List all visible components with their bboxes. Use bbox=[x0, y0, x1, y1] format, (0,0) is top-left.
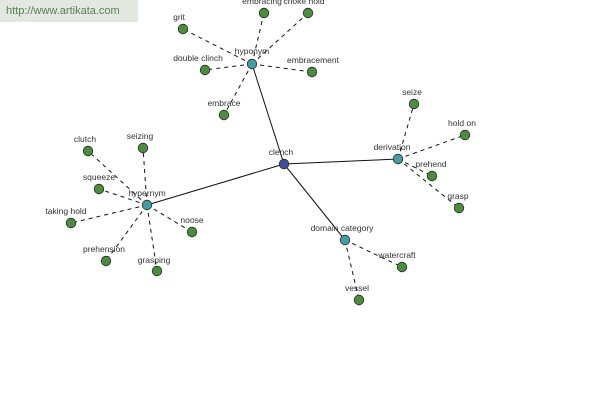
edge-derivation-hold-on bbox=[397, 134, 466, 160]
edge-center-hypernym bbox=[146, 163, 285, 206]
edge-hyponym-embrace bbox=[223, 63, 253, 116]
edge-derivation-grasp bbox=[397, 158, 460, 209]
term-label-watercraft[interactable]: watercraft bbox=[377, 250, 416, 260]
relation-node-hyponym[interactable] bbox=[246, 58, 258, 70]
edge-center-derivation bbox=[283, 158, 399, 165]
term-label-grit[interactable]: grit bbox=[173, 12, 185, 22]
term-label-double-clinch[interactable]: double clinch bbox=[173, 53, 223, 63]
term-label-seize[interactable]: seize bbox=[402, 87, 422, 97]
edge-center-domain-category bbox=[283, 163, 346, 241]
edge-hypernym-grasping bbox=[146, 204, 158, 272]
edge-derivation-seize bbox=[397, 103, 415, 160]
relation-label-hyponym[interactable]: hyponym bbox=[235, 46, 270, 56]
edge-hyponym-grit bbox=[182, 28, 253, 65]
term-label-grasping[interactable]: grasping bbox=[138, 255, 171, 265]
graph-nodes bbox=[65, 7, 471, 306]
term-label-clutch[interactable]: clutch bbox=[74, 134, 96, 144]
term-label-hold-on[interactable]: hold on bbox=[448, 118, 476, 128]
term-node-grasping[interactable] bbox=[151, 265, 163, 277]
term-node-choke-hold[interactable] bbox=[302, 7, 314, 19]
edge-derivation-prehend bbox=[397, 158, 433, 177]
term-node-embracement[interactable] bbox=[306, 66, 318, 78]
relation-label-derivation[interactable]: derivation bbox=[374, 142, 411, 152]
term-node-seize[interactable] bbox=[408, 98, 420, 110]
term-label-prehension[interactable]: prehension bbox=[83, 244, 125, 254]
edge-domain-category-watercraft bbox=[344, 239, 403, 268]
edge-center-hyponym bbox=[251, 63, 285, 165]
edge-hypernym-prehension bbox=[105, 204, 148, 262]
term-node-squeeze[interactable] bbox=[93, 183, 105, 195]
term-label-taking-hold[interactable]: taking hold bbox=[45, 206, 86, 216]
term-node-prehend[interactable] bbox=[426, 170, 438, 182]
term-node-grasp[interactable] bbox=[453, 202, 465, 214]
term-label-embracement[interactable]: embracement bbox=[287, 55, 340, 65]
edge-domain-category-vessel bbox=[344, 239, 360, 301]
term-node-grit[interactable] bbox=[177, 23, 189, 35]
term-label-choke-hold[interactable]: choke hold bbox=[283, 0, 324, 6]
term-node-embracing[interactable] bbox=[258, 7, 270, 19]
term-node-watercraft[interactable] bbox=[396, 261, 408, 273]
edge-hyponym-embracement bbox=[251, 63, 313, 73]
term-label-squeeze[interactable]: squeeze bbox=[83, 172, 115, 182]
term-node-seizing[interactable] bbox=[137, 142, 149, 154]
edge-hyponym-embracing bbox=[251, 12, 265, 65]
edge-hyponym-double-clinch bbox=[204, 63, 253, 71]
center-node-label[interactable]: clench bbox=[269, 147, 294, 157]
graph-edges bbox=[70, 12, 466, 301]
term-label-grasp[interactable]: grasp bbox=[447, 191, 469, 201]
relation-node-hypernym[interactable] bbox=[141, 199, 153, 211]
site-url-watermark[interactable]: http://www.artikata.com bbox=[0, 0, 138, 22]
term-label-embracing[interactable]: embracing bbox=[242, 0, 282, 6]
term-label-noose[interactable]: noose bbox=[180, 215, 203, 225]
edge-hypernym-seizing bbox=[142, 147, 148, 206]
term-node-hold-on[interactable] bbox=[459, 129, 471, 141]
term-label-embrace[interactable]: embrace bbox=[207, 98, 240, 108]
term-node-prehension[interactable] bbox=[100, 255, 112, 267]
edge-hypernym-noose bbox=[146, 204, 193, 233]
term-label-prehend[interactable]: prehend bbox=[415, 159, 446, 169]
term-node-vessel[interactable] bbox=[353, 294, 365, 306]
term-label-seizing[interactable]: seizing bbox=[127, 131, 154, 141]
term-node-double-clinch[interactable] bbox=[199, 64, 211, 76]
relation-node-derivation[interactable] bbox=[392, 153, 404, 165]
edge-hypernym-squeeze bbox=[98, 188, 148, 206]
relation-label-domain-category[interactable]: domain category bbox=[311, 223, 375, 233]
center-node[interactable] bbox=[278, 158, 290, 170]
term-node-clutch[interactable] bbox=[82, 145, 94, 157]
term-label-vessel[interactable]: vessel bbox=[345, 283, 369, 293]
term-node-noose[interactable] bbox=[186, 226, 198, 238]
relation-label-hypernym[interactable]: hypernym bbox=[128, 188, 165, 198]
edge-hypernym-taking-hold bbox=[70, 204, 148, 224]
term-node-taking-hold[interactable] bbox=[65, 217, 77, 229]
edge-hypernym-clutch bbox=[87, 150, 148, 206]
relation-node-domain-category[interactable] bbox=[339, 234, 351, 246]
term-node-embrace[interactable] bbox=[218, 109, 230, 121]
